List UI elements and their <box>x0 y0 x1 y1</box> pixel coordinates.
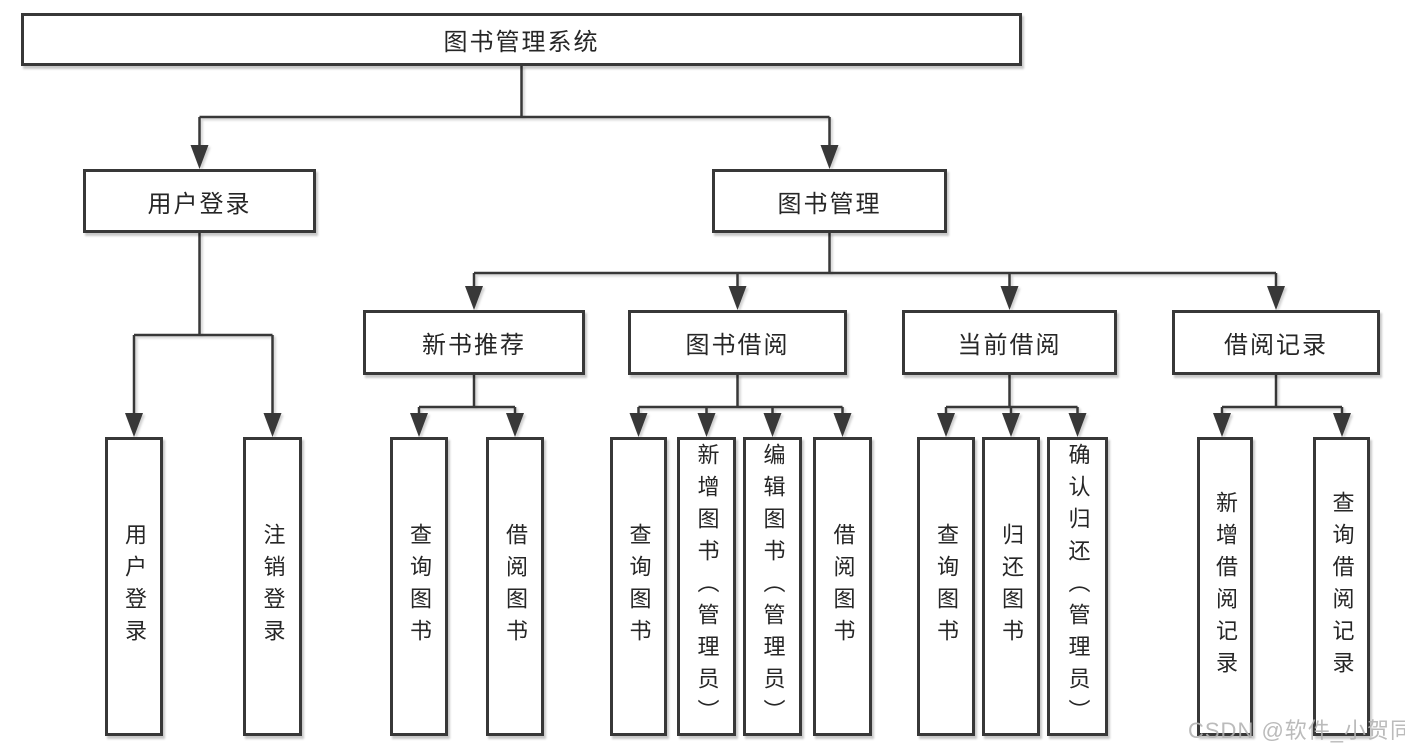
watermark: CSDN @软件_小贺同学 <box>1188 718 1405 743</box>
leaf-add-borrow-record: 新增借阅记录 <box>1197 437 1253 736</box>
leaf-query-borrow-record: 查询借阅记录 <box>1313 437 1370 736</box>
leaf-return-books: 归还图书 <box>982 437 1040 736</box>
leaf-query-books-recommend: 查询图书 <box>390 437 448 736</box>
leaf-borrow-books-recommend: 借阅图书 <box>486 437 544 736</box>
leaf-add-books-admin: 新增图书（管理员） <box>677 437 736 736</box>
leaf-logout: 注销登录 <box>243 437 302 736</box>
leaf-confirm-return-admin: 确认归还（管理员） <box>1047 437 1108 736</box>
node-current-borrow: 当前借阅 <box>902 310 1117 375</box>
node-root-library-system: 图书管理系统 <box>21 13 1022 66</box>
node-user-login: 用户登录 <box>83 169 316 233</box>
leaf-query-books-borrow: 查询图书 <box>610 437 667 736</box>
arrowheads <box>125 145 1351 437</box>
leaf-borrow-books: 借阅图书 <box>813 437 872 736</box>
node-borrow-records: 借阅记录 <box>1172 310 1380 375</box>
leaf-edit-books-admin: 编辑图书（管理员） <box>743 437 802 736</box>
node-new-book-recommend: 新书推荐 <box>363 310 585 375</box>
node-book-borrow: 图书借阅 <box>628 310 847 375</box>
leaf-query-books-current: 查询图书 <box>917 437 975 736</box>
leaf-user-login: 用户登录 <box>105 437 163 736</box>
node-book-management: 图书管理 <box>712 169 947 233</box>
